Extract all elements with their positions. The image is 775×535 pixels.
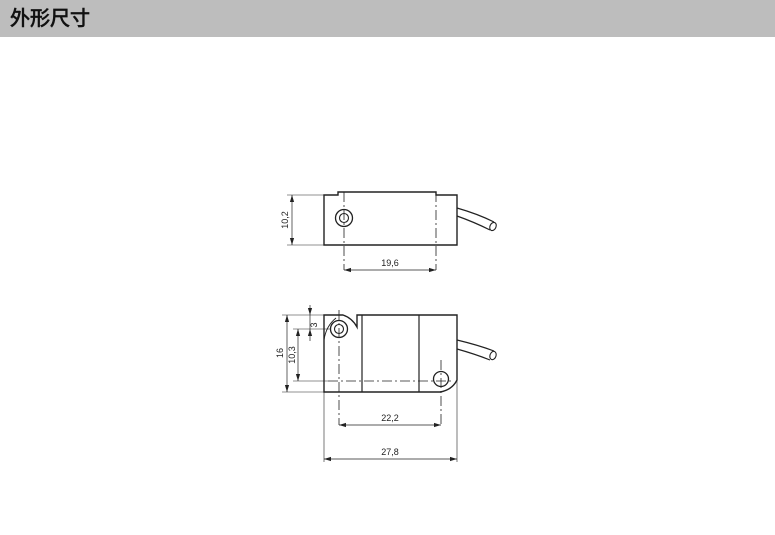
front-view	[282, 305, 497, 462]
top-view-cable-end	[489, 221, 497, 232]
front-view-cable	[456, 348, 491, 361]
dim-label-top-height: 10,2	[280, 211, 290, 229]
dim-label-front-hole-offset: 3	[309, 322, 319, 327]
top-view-cable	[456, 207, 495, 223]
dim-label-front-hole-height: 10,3	[287, 346, 297, 364]
header-bar: 外形尺寸	[0, 0, 775, 37]
page-title: 外形尺寸	[10, 6, 90, 30]
top-view-cable	[456, 215, 491, 231]
front-view-body	[323, 314, 458, 393]
front-view-cable-end	[489, 350, 497, 361]
front-view-boss	[323, 317, 337, 341]
dim-label-front-total-height: 16	[275, 348, 285, 358]
dim-label-front-hole-spacing: 22,2	[381, 413, 399, 423]
front-view-cable	[456, 339, 495, 352]
dim-label-top-length: 19,6	[381, 258, 399, 268]
dim-label-front-total-length: 27,8	[381, 447, 399, 457]
top-view-hole-outer	[334, 208, 354, 228]
top-view	[287, 191, 497, 273]
